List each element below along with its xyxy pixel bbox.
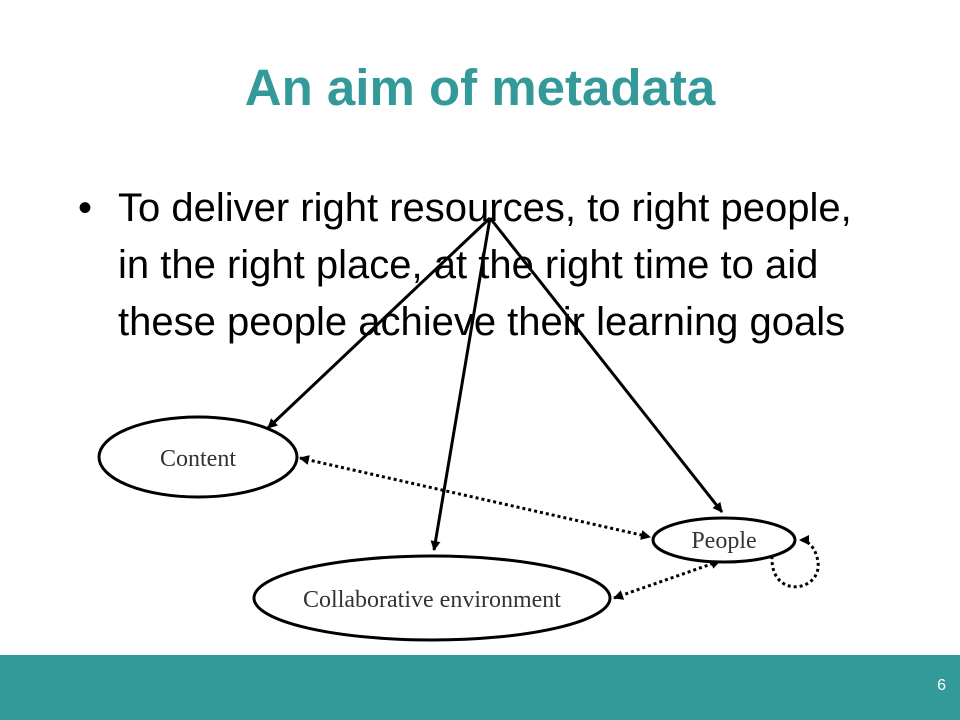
arrow-to-people	[488, 217, 724, 513]
node-collaborative: Collaborative environment	[252, 554, 612, 642]
bullet-item: • To deliver right resources, to right p…	[78, 180, 878, 351]
bullet-symbol: •	[78, 186, 93, 230]
node-content-label: Content	[160, 446, 236, 472]
dotted-arrow-collaborative-people	[613, 559, 721, 600]
node-people: People	[651, 516, 797, 564]
node-people-label: People	[691, 528, 756, 554]
arrow-to-content	[266, 216, 492, 430]
dotted-arrow-content-people	[299, 455, 651, 540]
bullet-text: To deliver right resources, to right peo…	[118, 186, 852, 344]
slide-title: An aim of metadata	[244, 59, 716, 116]
page-number: 6	[937, 677, 946, 694]
dotted-self-loop-people	[770, 535, 820, 589]
node-content: Content	[97, 415, 299, 499]
footer-bar: 6	[0, 655, 960, 720]
node-collaborative-label: Collaborative environment	[303, 587, 561, 613]
